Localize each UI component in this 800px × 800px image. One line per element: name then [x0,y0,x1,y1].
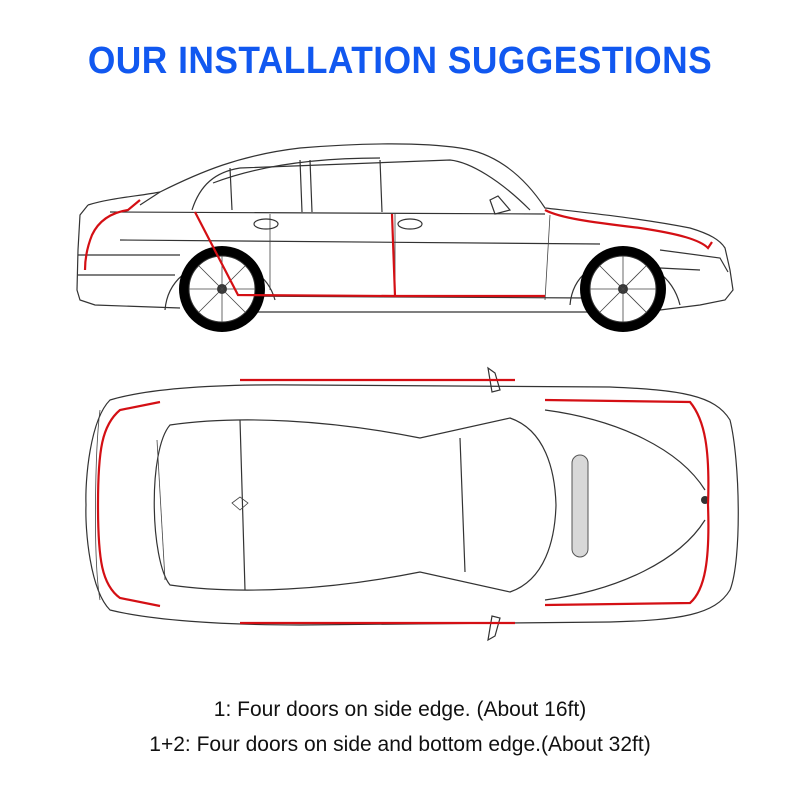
seal-line-side [83,199,713,298]
caption-option-1-plus-2: 1+2: Four doors on side and bottom edge.… [149,733,651,756]
car-top-body [85,366,739,642]
car-side-body [76,143,734,332]
page-title: OUR INSTALLATION SUGGESTIONS [87,40,713,82]
caption-option-1: 1: Four doors on side edge. (About 16ft) [213,698,587,721]
seal-line-top [96,378,710,625]
